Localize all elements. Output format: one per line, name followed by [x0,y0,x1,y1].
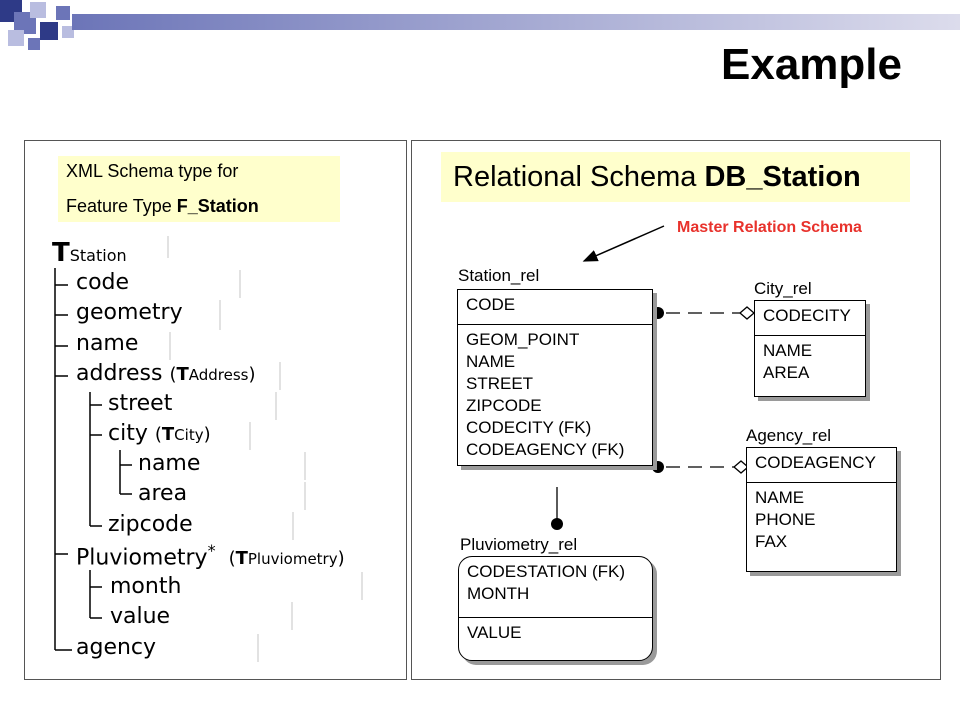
address-type-T: T [176,364,189,385]
station-rel-attr: CODECITY (FK) [466,418,592,437]
station-rel-attributes: GEOM_POINT NAME STREET ZIPCODE CODECITY … [458,325,652,465]
database-name: DB_Station [704,161,861,193]
agency-rel-key: CODEAGENCY [747,448,896,483]
pluviometry-rel-name: Pluviometry_rel [460,535,578,554]
city-rel-attr: AREA [763,363,810,382]
pluviometry-type-sub: Pluviometry [247,550,338,569]
station-rel-attr: CODEAGENCY (FK) [466,440,625,459]
tree-node-zipcode: zipcode [108,512,193,537]
city-rel-attributes: NAME AREA [755,336,865,396]
pluviometry-rel-attr: VALUE [467,623,522,642]
callout-line-2: Feature Type F_Station [66,196,259,217]
tree-node-month: month [110,574,182,599]
master-relation-label: Master Relation Schema [677,219,862,236]
tree-node-agency: agency [76,635,157,660]
tree-node-address-label: address [76,361,163,386]
city-rel-key: CODECITY [755,301,865,336]
tree-node-code: code [76,270,130,295]
agency-rel-attr: NAME [755,488,805,507]
pluviometry-type-T: T [235,548,248,570]
tree-connectors [54,236,363,662]
tree-root: TStation [52,238,127,268]
pluviometry-type: (TPluviometry) [228,548,345,570]
callout-line-1: XML Schema type for [66,161,239,181]
xml-schema-panel [24,140,407,680]
station-rel-attr: ZIPCODE [466,396,542,415]
city-rel-attr: NAME [763,341,813,360]
relational-schema-header: Relational Schema DB_Station [441,152,910,202]
tree-node-geometry: geometry [76,300,183,325]
feature-type-name: F_Station [176,196,259,216]
city-rel-table: CODECITY NAME AREA [754,300,866,397]
station-rel-attr: GEOM_POINT [466,330,580,349]
station-rel-attr: NAME [466,352,516,371]
address-type: (TAddress) [169,364,256,385]
station-rel-key: CODE [458,290,652,325]
city-type-T: T [161,424,175,445]
slide-title: Example [721,40,902,89]
tree-root-T: T [52,238,70,268]
station-rel-name: Station_rel [458,266,540,285]
city-type: (TCity) [154,424,211,445]
agency-rel-attributes: NAME PHONE FAX [747,483,896,571]
tree-node-city-label: city [108,421,148,446]
header-line [72,14,960,30]
pluviometry-rel-key: CODESTATION (FK) [467,562,626,581]
tree-node-city: city (TCity) [108,421,211,446]
tree-node-pluviometry-label: Pluviometry [76,545,208,571]
station-rel-attr: STREET [466,374,534,393]
agency-rel-attr: FAX [755,532,788,551]
city-type-sub: City [174,426,204,444]
pluviometry-rel-table: CODESTATION (FK) MONTH VALUE [458,556,653,661]
tree-root-sub: Station [69,246,127,265]
station-rel-table: CODE GEOM_POINT NAME STREET ZIPCODE CODE… [457,289,653,466]
agency-rel-name: Agency_rel [746,426,832,445]
tree-node-city-name: name [138,451,201,476]
tree-node-pluviometry: Pluviometry* (TPluviometry) [76,541,345,570]
tree-node-value: value [110,604,171,629]
city-rel-name: City_rel [754,279,812,298]
xml-schema-callout: XML Schema type for Feature Type F_Stati… [58,156,340,222]
pluviometry-star: * [207,541,216,560]
pluviometry-rel-keys: CODESTATION (FK) MONTH [459,557,652,618]
callout-line-2-prefix: Feature Type [66,196,177,216]
agency-rel-table: CODEAGENCY NAME PHONE FAX [746,447,897,572]
agency-rel-attr: PHONE [755,510,816,529]
pluviometry-rel-key: MONTH [467,584,530,603]
relational-header-prefix: Relational Schema [453,161,705,193]
address-type-sub: Address [188,366,249,384]
tree-node-street: street [108,391,173,416]
tree-node-name: name [76,331,139,356]
tree-node-city-area: area [138,481,188,506]
pluviometry-rel-attributes: VALUE [459,618,652,660]
tree-node-address: address (TAddress) [76,361,256,386]
